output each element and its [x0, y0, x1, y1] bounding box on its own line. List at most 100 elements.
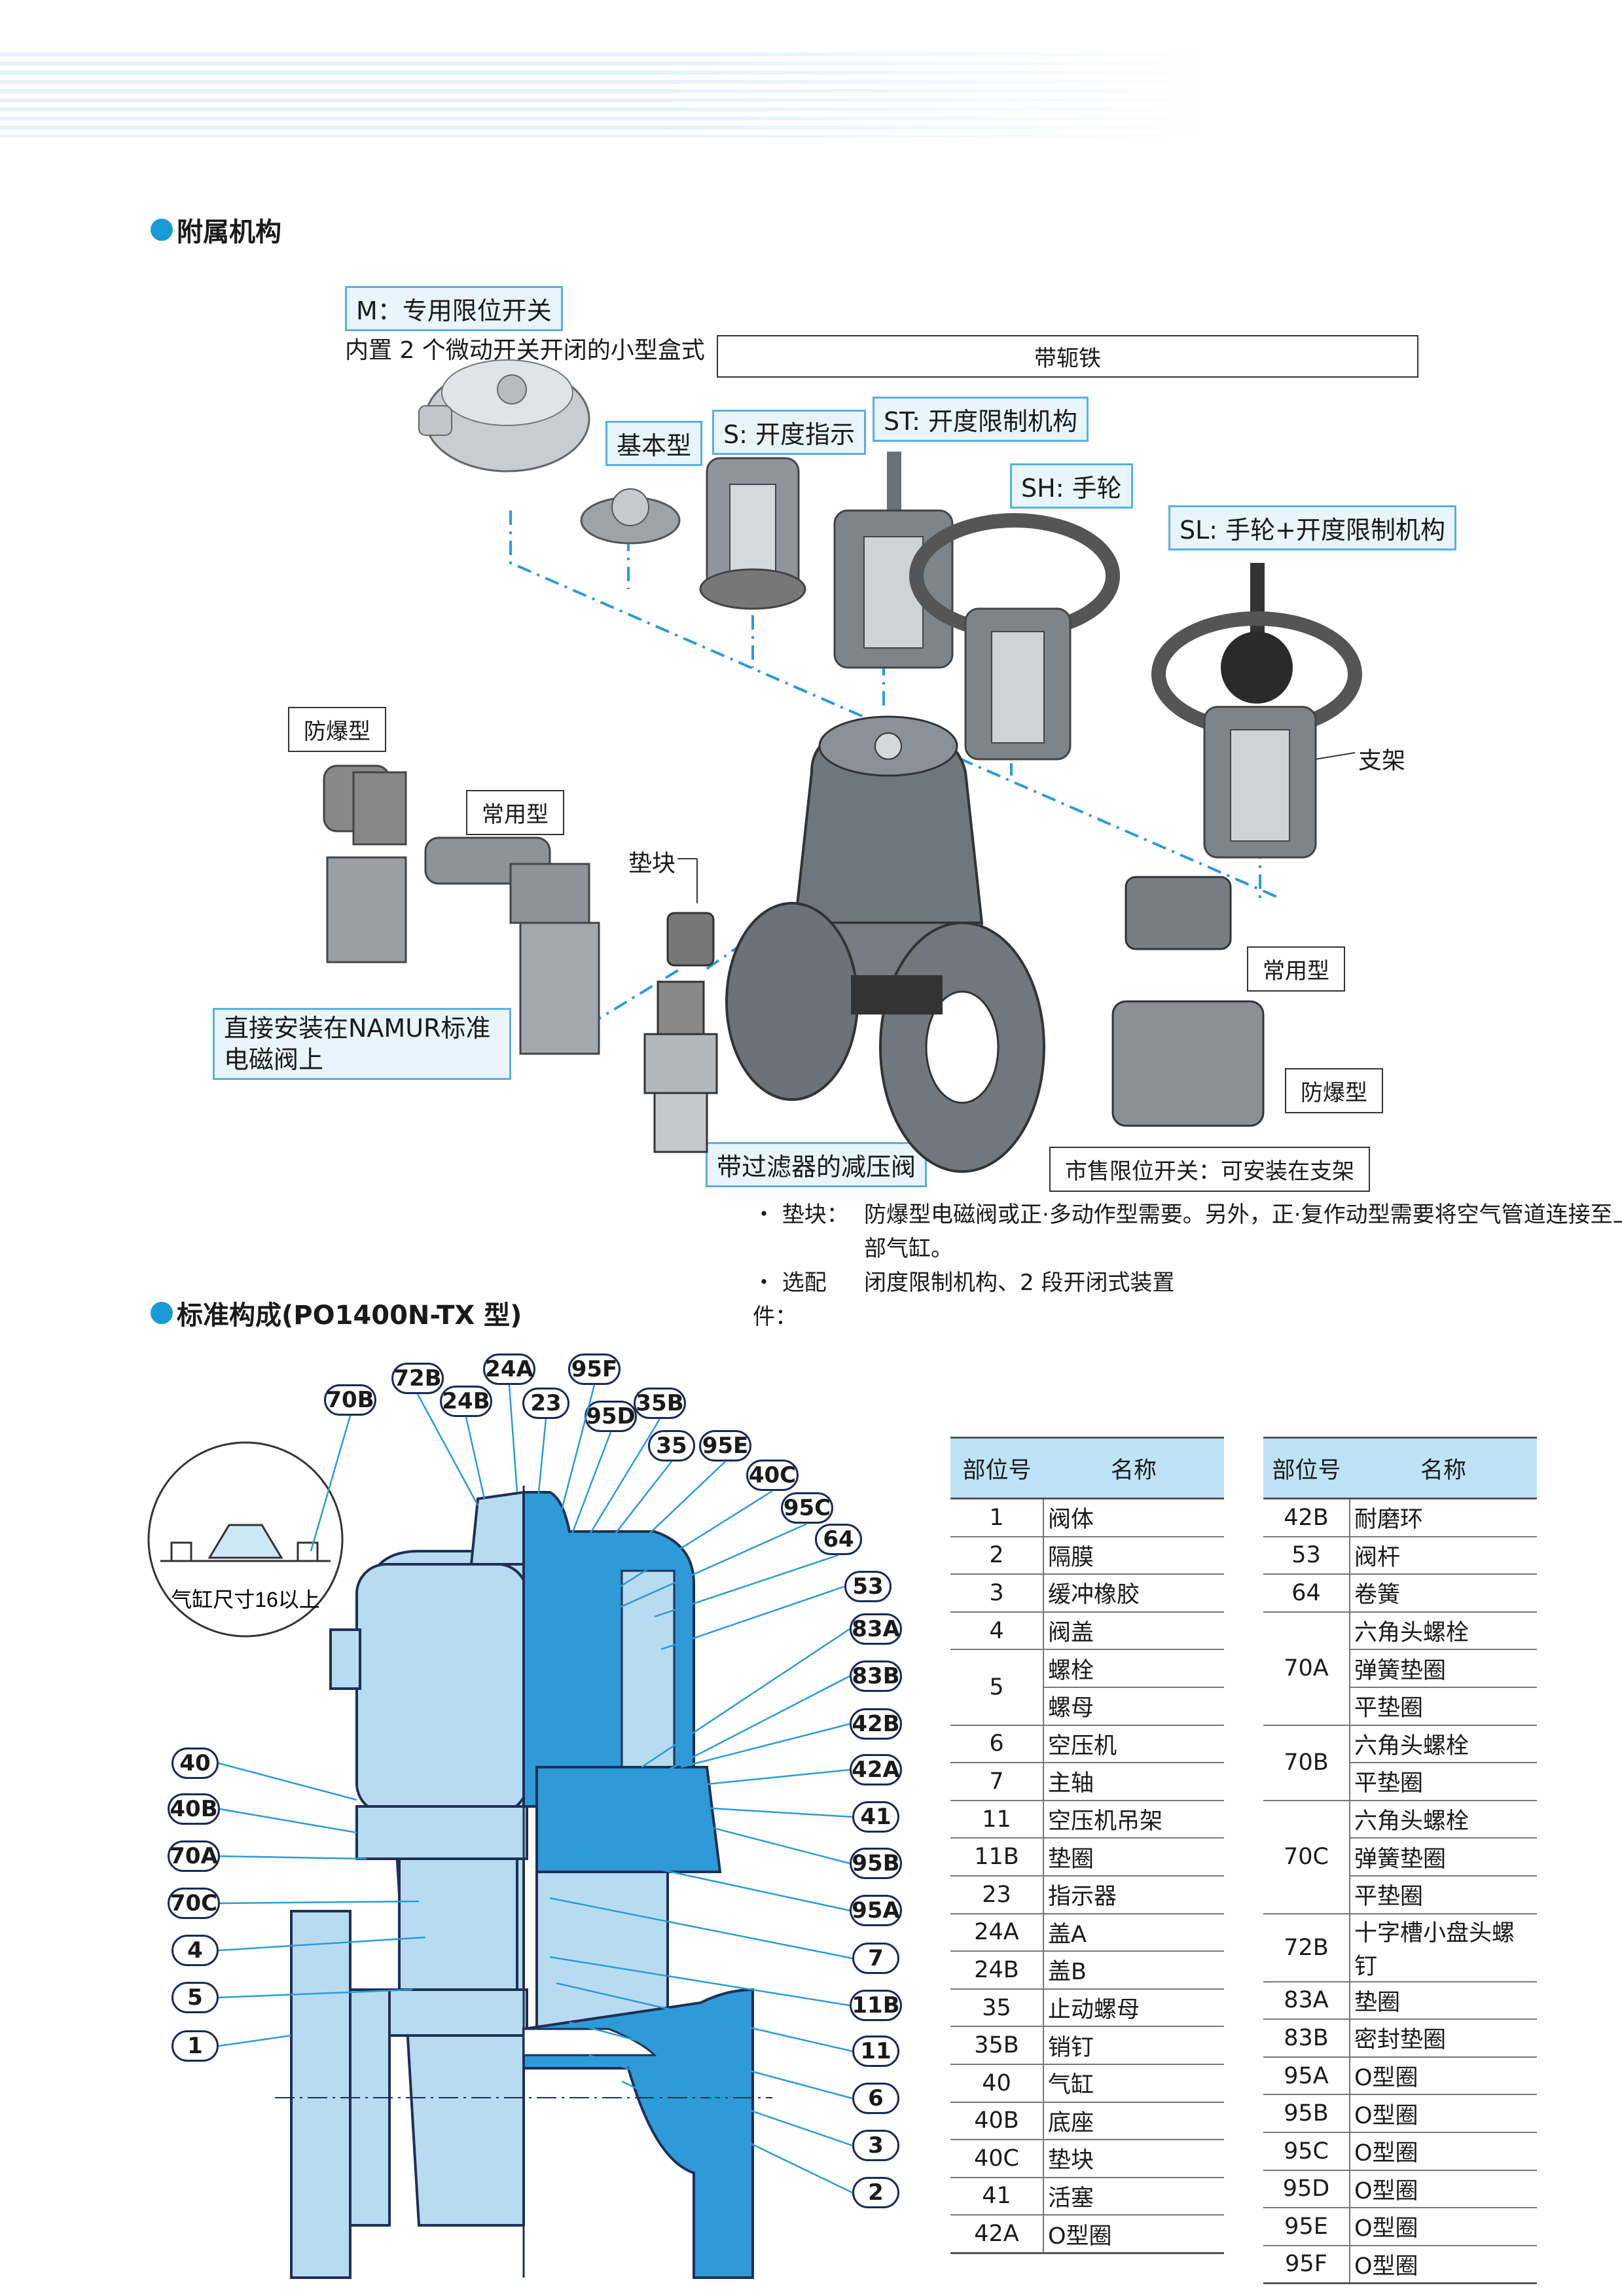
part-number: 95D	[1263, 2170, 1350, 2209]
callout-83B: 83B	[850, 1660, 902, 1692]
label-m-desc: 内置 2 个微动开关开闭的小型盒式	[345, 337, 705, 364]
part-number: 40B	[950, 2102, 1044, 2141]
solenoid-standard-illus	[424, 836, 600, 1055]
limit-switch-illus	[418, 359, 590, 473]
part-name: 六角头螺栓	[1350, 1800, 1537, 1839]
callout-23: 23	[522, 1388, 569, 1419]
callout-7: 7	[852, 1943, 899, 1974]
label-st-limit: ST: 开度限制机构	[873, 397, 1089, 442]
label-basic: 基本型	[605, 421, 703, 466]
part-name: O型圈	[1350, 2170, 1537, 2209]
callout-42A: 42A	[850, 1754, 902, 1785]
callout-11: 11	[852, 2036, 899, 2067]
callout-40C: 40C	[746, 1460, 799, 1491]
label-standard-right: 常用型	[1247, 946, 1345, 992]
header-part-name: 名称	[1350, 1437, 1537, 1499]
part-number: 1	[950, 1498, 1044, 1537]
callout-24B: 24B	[440, 1386, 492, 1417]
inset-label: 气缸尺寸16以上	[171, 1588, 320, 1611]
part-number: 6	[950, 1725, 1044, 1764]
part-number: 42B	[1263, 1498, 1350, 1537]
part-name: O型圈	[1350, 2056, 1537, 2096]
part-name: 垫块	[1043, 2140, 1224, 2178]
part-number: 40C	[950, 2140, 1044, 2178]
part-number: 70C	[1263, 1800, 1350, 1914]
part-name: 六角头螺栓	[1350, 1611, 1537, 1651]
callout-83A: 83A	[850, 1613, 902, 1645]
part-number: 35	[950, 1988, 1044, 2028]
solenoid-explosion-proof-illus	[323, 764, 407, 963]
callout-5: 5	[171, 1982, 219, 2013]
section-title-standard: 标准构成(PO1400N-TX 型)	[151, 1294, 522, 1332]
spacer-illus	[666, 858, 715, 967]
part-name: 密封垫圈	[1350, 2019, 1537, 2058]
part-name: 螺栓	[1043, 1649, 1224, 1688]
part-number: 95C	[1263, 2132, 1350, 2171]
main-valve-illus	[725, 715, 1045, 1173]
part-name: 空压机	[1043, 1725, 1224, 1764]
callout-11B: 11B	[850, 1990, 902, 2021]
callout-1: 1	[171, 2030, 219, 2062]
label-m-limit-switch: M：专用限位开关	[345, 286, 563, 331]
callout-95A: 95A	[850, 1895, 902, 1926]
part-name: 平垫圈	[1350, 1687, 1537, 1726]
part-number: 7	[950, 1763, 1044, 1801]
callout-64: 64	[815, 1524, 862, 1555]
table-row: 平垫圈	[1263, 1763, 1537, 1801]
label-yoke-bar: 带轭铁	[717, 335, 1418, 378]
part-number: 11	[950, 1800, 1044, 1839]
part-number: 5	[950, 1649, 1044, 1726]
callout-42B: 42B	[850, 1708, 902, 1740]
part-name: O型圈	[1350, 2245, 1537, 2285]
callout-95F: 95F	[568, 1354, 621, 1385]
label-s-indicator: S: 开度指示	[712, 410, 867, 455]
callout-72B: 72B	[391, 1363, 444, 1394]
part-name: 垫圈	[1350, 1981, 1537, 2020]
part-number: 11B	[950, 1838, 1044, 1876]
limit-switch-standard-right-illus	[1125, 876, 1232, 950]
part-name: 弹簧垫圈	[1350, 1649, 1537, 1688]
callout-70C: 70C	[168, 1888, 220, 1919]
callout-40B: 40B	[168, 1793, 220, 1825]
part-name: 螺母	[1043, 1687, 1224, 1726]
table-row: 平垫圈	[1263, 1687, 1537, 1726]
part-name: 十字槽小盘头螺钉	[1350, 1913, 1537, 1982]
table-row: 螺母	[950, 1687, 1224, 1726]
part-name: 耐磨环	[1350, 1498, 1537, 1537]
filter-regulator-illus	[643, 980, 718, 1153]
part-name: 底座	[1043, 2102, 1224, 2141]
callout-95E: 95E	[699, 1430, 751, 1462]
part-number: 23	[950, 1875, 1044, 1914]
part-number: 95F	[1263, 2245, 1350, 2285]
part-number: 24B	[950, 1951, 1044, 1990]
part-number: 64	[1263, 1574, 1350, 1613]
header-part-no: 部位号	[1263, 1437, 1350, 1499]
notes: ・ 垫块： 防爆型电磁阀或正·多动作型需要。另外，正·复作动型需要将空气管道连接…	[753, 1198, 1622, 1334]
header-stripe	[0, 52, 1622, 137]
sh-handwheel-illus	[909, 513, 1120, 761]
label-explosion-proof-left: 防爆型	[288, 707, 386, 752]
part-name: 平垫圈	[1350, 1763, 1537, 1801]
part-name: 销钉	[1043, 2026, 1224, 2065]
table-row: 弹簧垫圈	[1263, 1649, 1537, 1688]
